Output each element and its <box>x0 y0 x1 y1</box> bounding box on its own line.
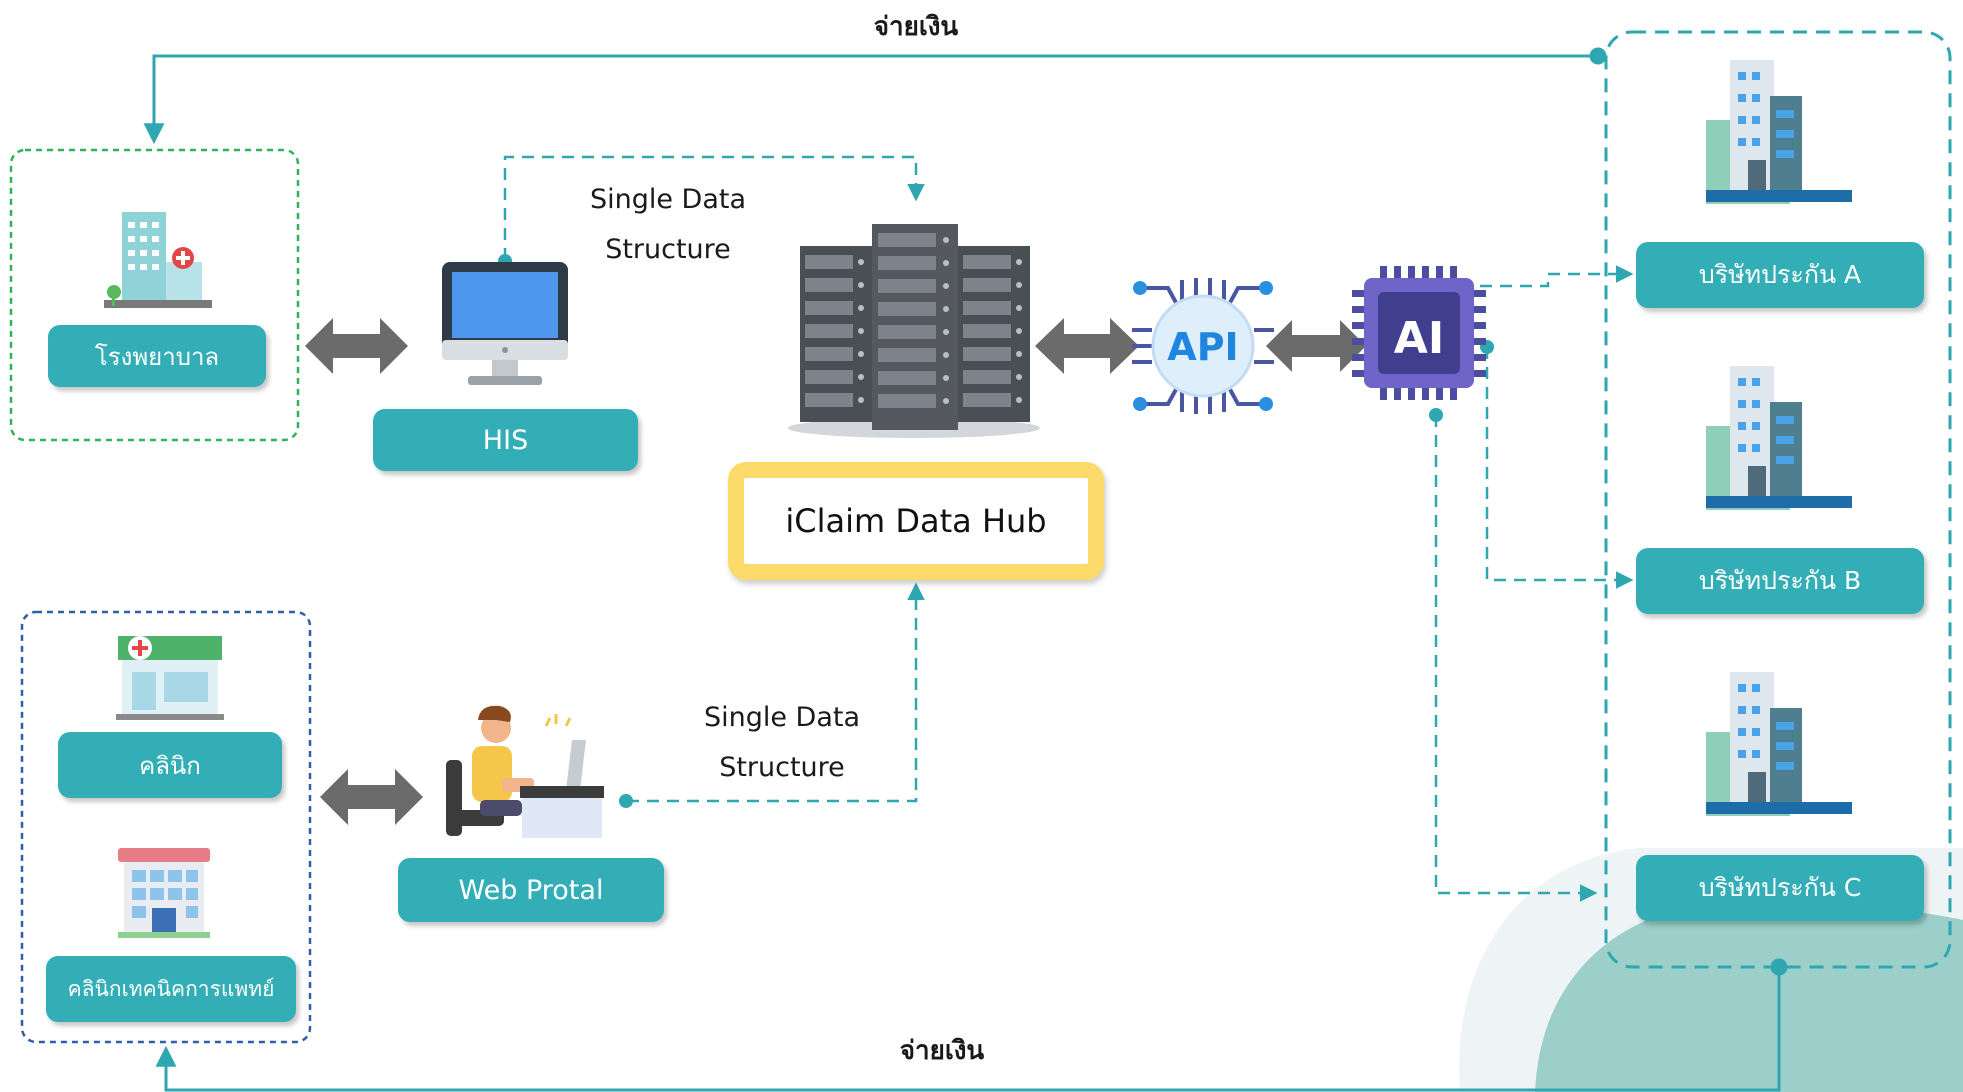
medtech-building-icon <box>118 848 210 938</box>
ai-chip-icon: AI <box>1352 266 1486 400</box>
insurer-c-node[interactable]: บริษัทประกัน C <box>1636 855 1924 921</box>
his-flow-label-line1: Single Data <box>589 184 747 215</box>
double-arrow-clinic-portal <box>320 769 423 825</box>
his-node[interactable]: HIS <box>373 409 638 471</box>
server-rack-icon <box>788 224 1040 438</box>
person-at-computer-icon <box>446 705 604 838</box>
ai-icon-text: AI <box>1394 313 1444 364</box>
insurer-building-icon-c <box>1706 672 1852 816</box>
api-icon: API <box>1132 278 1274 414</box>
api-icon-text: API <box>1167 325 1238 369</box>
insurer-building-icon-a <box>1706 60 1852 204</box>
payment-line-top <box>143 47 1607 145</box>
insurer-a-node[interactable]: บริษัทประกัน A <box>1636 242 1924 308</box>
insurer-building-icon-b <box>1706 366 1852 510</box>
clinic-shop-icon <box>116 636 224 720</box>
medtech-clinic-node[interactable]: คลินิกเทคนิคการแพทย์ <box>46 956 296 1022</box>
iclaim-data-hub[interactable]: iClaim Data Hub <box>728 462 1104 580</box>
double-arrow-api-ai <box>1266 320 1366 372</box>
his-flow-label-line2: Structure <box>605 234 731 265</box>
payment-label-top: จ่ายเงิน <box>873 12 959 42</box>
payment-line-bottom <box>155 958 1788 1092</box>
clinic-node[interactable]: คลินิก <box>58 732 282 798</box>
hospital-group-border <box>9 148 300 442</box>
computer-monitor-icon <box>442 262 568 385</box>
payment-label-bottom: จ่ายเงิน <box>899 1036 985 1066</box>
hospital-building-icon <box>104 212 212 308</box>
portal-to-hub-flow <box>619 582 925 808</box>
web-portal-node[interactable]: Web Protal <box>398 858 664 922</box>
insurer-group-border <box>1604 30 1952 969</box>
double-arrow-server-api <box>1035 318 1139 374</box>
portal-flow-label-line2: Structure <box>719 752 845 783</box>
portal-flow-label-line1: Single Data <box>703 702 861 733</box>
double-arrow-hospital-his <box>305 318 408 374</box>
hospital-node[interactable]: โรงพยาบาล <box>48 325 266 387</box>
insurer-b-node[interactable]: บริษัทประกัน B <box>1636 548 1924 614</box>
clinic-group-border <box>20 610 312 1044</box>
